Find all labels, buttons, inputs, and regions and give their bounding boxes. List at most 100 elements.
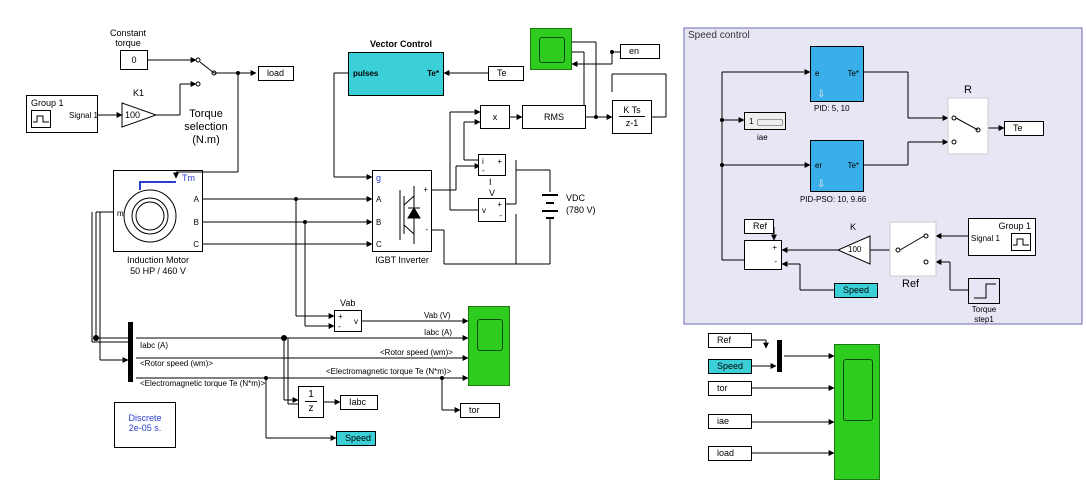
tor-goto-tag[interactable]: tor [460,403,500,418]
iabc-goto-tag[interactable]: Iabc [340,395,378,410]
scope-middle[interactable] [468,306,510,386]
pidpso-er-port: er [815,161,823,170]
voltage-measurement-block[interactable]: v + - [478,198,506,222]
signal-group-left[interactable]: Group 1 Signal 1 [26,95,98,133]
constant-torque-block[interactable]: 0 [120,50,148,70]
load-from-tag[interactable]: load [708,446,752,461]
group1-label: Group 1 [31,98,64,108]
igbt-icon [399,186,421,244]
discrete-label: Discrete 2e-05 s. [128,413,162,433]
signal-group-right[interactable]: Group 1 Signal 1 [968,218,1036,256]
mux-block[interactable] [777,340,782,372]
inv-plus-port: + [423,185,428,194]
vab-v-signal-label: Vab (V) [424,311,451,320]
b-port: B [193,218,199,227]
rms-block[interactable]: RMS [522,105,586,129]
ref-goto-tag-sc[interactable]: Ref [744,219,774,234]
switch-ref-label: Ref [902,278,920,290]
igbt-inverter-block[interactable]: g A B C + - [372,170,432,252]
speed-goto-tag[interactable]: Speed [336,431,376,446]
sum-plus-port: + [772,243,777,252]
load-goto-tag[interactable]: load [258,66,294,81]
signal-builder-right-icon [1011,233,1031,251]
bus-selector[interactable] [128,322,133,382]
switch-r-label: R [964,84,972,96]
inv-minus-port: - [425,225,428,234]
battery-icon [542,194,558,219]
te-goto-tag[interactable]: Te [1004,121,1044,136]
constant-torque-title: Constant torque [109,28,147,48]
sum-block[interactable]: + - [744,240,782,270]
pid-pso-block[interactable]: er Te* ⇩ [810,140,864,192]
product-block[interactable]: x [480,105,510,129]
pidpso-mask-icon: ⇩ [817,179,826,190]
induction-motor-block[interactable]: Tm m A B C [113,170,203,252]
te-from-tag[interactable]: Te [488,66,524,81]
gain-k1-title: K1 [133,88,145,98]
vector-control-block[interactable]: pulses Te* [348,52,444,96]
tor-from-tag[interactable]: tor [708,381,752,396]
pidpso-te-port: Te* [847,161,859,170]
v-minus-port: - [499,211,502,220]
em-torque-label-right: <Electromagnetic torque Te (N*m)> [326,367,452,376]
iae-block[interactable]: 1 [744,112,786,130]
vector-control-title: Vector Control [370,39,433,49]
sum-minus-port: - [774,257,777,266]
scope-top[interactable] [530,28,572,70]
en-goto-tag[interactable]: en [620,44,660,59]
unit-delay-block[interactable]: 1 z [298,386,324,418]
vab-minus-port: - [338,322,341,331]
signal1-port: Signal 1 [69,111,98,120]
tm-port: Tm [182,173,195,183]
gain-k-title: K [850,222,857,232]
switch-r-icon [947,97,989,155]
signal-builder-icon [31,110,51,128]
speed-control-panel[interactable] [683,27,1083,325]
pid-te-port: Te* [847,69,859,78]
rotor-speed-label-left: <Rotor speed (wm)> [140,359,213,368]
v-plus-port: + [497,200,502,209]
inv-a-port: A [376,195,382,204]
current-measurement-block[interactable]: i + - [478,154,506,176]
powergui-discrete-block[interactable]: Discrete 2e-05 s. [114,402,176,448]
torque-switch-icon [195,57,217,87]
gain-k1-icon[interactable] [121,102,158,128]
pid-block[interactable]: e Te* ⇩ [810,46,864,102]
iabc-signal-label-right: Iabc (A) [424,328,453,337]
em-torque-label-left: <Electromagnetic torque Te (N*m)> [140,379,266,388]
g-port: g [376,173,382,183]
scope-right[interactable] [834,344,880,480]
pid-pso-label: PID-PSO: 10, 9.66 [800,195,867,204]
m-port: m [117,209,124,218]
pulses-port: pulses [353,69,379,78]
i-plus-port: + [497,157,502,166]
motor-icon [123,181,177,243]
discrete-integrator-block[interactable]: K Ts z-1 [612,100,652,134]
speed-from-tag[interactable]: Speed [708,359,752,374]
inv-b-port: B [376,218,382,227]
torque-step-block[interactable] [968,278,1000,304]
ref-from-tag[interactable]: Ref [708,333,752,348]
speed-from-tag-sc[interactable]: Speed [834,283,878,298]
switch-ref-icon [889,221,937,277]
induction-motor-label: Induction Motor 50 HP / 460 V [126,255,190,276]
gain-k-value: 100 [848,245,862,254]
te-star-port: Te* [427,69,439,78]
group1-right-label: Group 1 [998,221,1031,231]
iabc-signal-label-left: Iabc (A) [140,341,169,350]
vab-measurement-block[interactable]: + - v [334,310,362,332]
gain-k-icon[interactable] [836,235,871,265]
vab-v-port: v [354,317,358,326]
iae-from-tag[interactable]: iae [708,414,752,429]
gain-k1-value: 100 [125,110,141,120]
pid-e-port: e [815,69,820,78]
vdc-label: VDC (780 V) [566,193,596,215]
torque-selection-label: Torque selection (N.m) [184,108,228,146]
current-label: I [489,177,492,187]
pid-label: PID: 5, 10 [814,104,850,113]
pid-mask-icon: ⇩ [817,89,826,100]
signal1-right-port: Signal 1 [971,234,1000,243]
iae-label: iae [757,133,768,142]
i-minus-port: - [482,166,485,175]
